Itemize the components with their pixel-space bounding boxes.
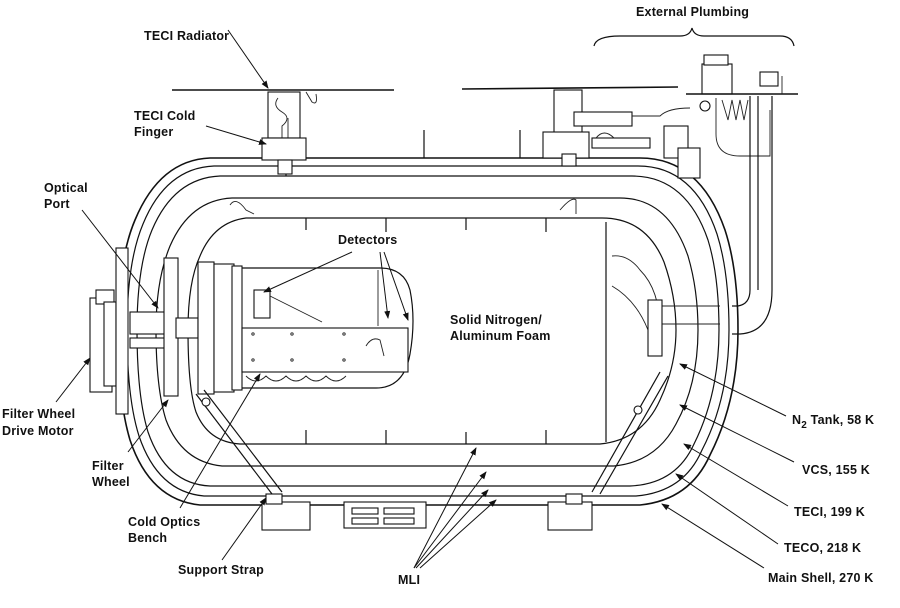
label-filter-wheel-drive-2: Drive Motor bbox=[2, 424, 74, 438]
label-teci-cold-finger-2: Finger bbox=[134, 125, 173, 139]
external-plumbing-brace bbox=[593, 27, 795, 47]
label-n2-tank-suffix: Tank, 58 K bbox=[807, 413, 874, 427]
n2-tank bbox=[187, 198, 677, 445]
label-filter-wheel-2: Wheel bbox=[92, 475, 130, 489]
vcs-shell bbox=[155, 197, 699, 467]
external-plumbing bbox=[542, 54, 798, 335]
label-optical-port-1: Optical bbox=[44, 181, 88, 195]
label-cold-optics-2: Bench bbox=[128, 531, 167, 545]
label-teci-cold-finger-1: TECI Cold bbox=[134, 109, 196, 123]
teci-cold-finger bbox=[261, 91, 307, 175]
label-n2-tank-prefix: N bbox=[792, 413, 801, 427]
label-mli: MLI bbox=[398, 573, 420, 587]
label-main-shell: Main Shell, 270 K bbox=[768, 571, 874, 585]
support-strap-right bbox=[547, 371, 669, 531]
label-vcs: VCS, 155 K bbox=[802, 463, 870, 477]
support-strap-left bbox=[195, 389, 311, 531]
cold-optics-bench bbox=[197, 261, 414, 395]
label-support-strap: Support Strap bbox=[178, 563, 264, 577]
label-teci: TECI, 199 K bbox=[794, 505, 865, 519]
teco-shell bbox=[126, 165, 730, 497]
tank-outlet bbox=[611, 255, 720, 357]
label-optical-port-2: Port bbox=[44, 197, 70, 211]
label-teco: TECO, 218 K bbox=[784, 541, 861, 555]
label-n2-tank-subscript: 2 bbox=[801, 420, 807, 431]
label-solid-nitrogen-1: Solid Nitrogen/ bbox=[450, 313, 542, 327]
teci-shell bbox=[136, 175, 720, 487]
connector-box bbox=[343, 501, 427, 529]
label-filter-wheel-1: Filter bbox=[92, 459, 124, 473]
label-n2-tank: N2 Tank, 58 K bbox=[792, 413, 874, 431]
label-detectors: Detectors bbox=[338, 233, 397, 247]
label-teci-radiator: TECI Radiator bbox=[144, 29, 229, 43]
shell-tick-marks bbox=[285, 130, 547, 444]
teci-radiator bbox=[172, 86, 679, 104]
filter-wheel-drive-motor bbox=[89, 247, 129, 415]
label-cold-optics-1: Cold Optics bbox=[128, 515, 200, 529]
label-external-plumbing: External Plumbing bbox=[636, 5, 749, 19]
filter-wheel bbox=[163, 257, 199, 397]
label-solid-nitrogen-2: Aluminum Foam bbox=[450, 329, 551, 343]
leader-lines bbox=[55, 29, 795, 569]
label-filter-wheel-drive-1: Filter Wheel bbox=[2, 407, 75, 421]
